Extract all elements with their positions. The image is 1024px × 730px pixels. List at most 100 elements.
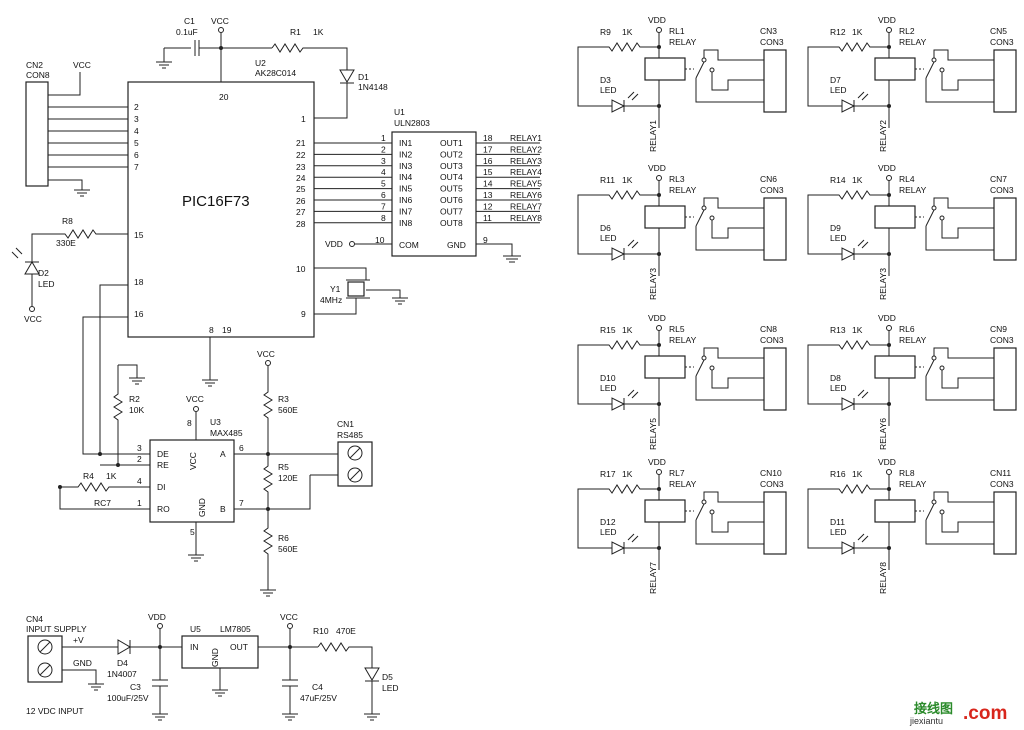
driver-output: OUT8	[440, 218, 463, 228]
vdd-label: VDD	[648, 15, 666, 25]
driver-ref: U1	[394, 107, 405, 117]
driver-pin: 15	[483, 167, 493, 177]
relay-type: RELAY	[899, 185, 927, 195]
vcc-label: VCC	[211, 16, 229, 26]
u5-in: IN	[190, 642, 199, 652]
mcu-pin: 25	[296, 184, 306, 194]
d2-ref: D2	[38, 268, 49, 278]
mcu-pin: 27	[296, 207, 306, 217]
relay-resistor-value: 1K	[852, 325, 863, 335]
relay-resistor-value: 1K	[622, 27, 633, 37]
mcu-pin: 4	[134, 126, 139, 136]
driver-pin: 18	[483, 133, 493, 143]
relay-connector-ref: CN7	[990, 174, 1007, 184]
relay-ref: RL5	[669, 324, 685, 334]
rs485-pin-ro: RO	[157, 504, 170, 514]
driver-pin: 2	[381, 144, 386, 154]
relay-led-value: LED	[600, 85, 617, 95]
r3-ref: R3	[278, 394, 289, 404]
relay-led-ref: D11	[830, 517, 845, 527]
relay-ref: RL8	[899, 468, 915, 478]
relay-led-value: LED	[830, 383, 847, 393]
r2-ref: R2	[129, 394, 140, 404]
relay-net-label: RELAY8	[878, 562, 888, 594]
relay-resistor-ref: R14	[830, 175, 846, 185]
watermark-cn: 接线图	[914, 701, 953, 717]
cn4-ref: CN4	[26, 614, 43, 624]
driver-output: OUT5	[440, 184, 463, 194]
reset-network: C1 0.1uF VCC R1 1K D1 1N4148	[156, 16, 388, 119]
vdd-label: VDD	[648, 313, 666, 323]
mcu-pin: 28	[296, 219, 306, 229]
relay-resistor-value: 1K	[622, 175, 633, 185]
relay-type: RELAY	[899, 479, 927, 489]
relay-connector-name: CON3	[760, 37, 784, 47]
rs485-pin-num: 3	[137, 443, 142, 453]
relay-connector-ref: CN10	[760, 468, 782, 478]
watermark-com: .com	[963, 703, 1007, 724]
relay-connector-ref: CN9	[990, 324, 1007, 334]
driver-output: OUT7	[440, 206, 463, 216]
relay-type: RELAY	[669, 185, 697, 195]
crystal-y1: Y1 4MHz	[314, 267, 408, 315]
header-ref: CN2	[26, 60, 43, 70]
rs485-pin-re: RE	[157, 460, 169, 470]
vdd-label: VDD	[648, 457, 666, 467]
relay-type: RELAY	[669, 479, 697, 489]
mcu-pin: 9	[301, 309, 306, 319]
relay-resistor-value: 1K	[852, 27, 863, 37]
relay-resistor-ref: R15	[600, 325, 616, 335]
d5-ref: D5	[382, 672, 393, 682]
rs485-pin-num: 6	[239, 443, 244, 453]
cn4-name: INPUT SUPPLY	[26, 624, 87, 634]
relay-led-ref: D7	[830, 75, 841, 85]
mcu-pin: 21	[296, 138, 306, 148]
mcu-pin: 18	[134, 277, 144, 287]
relay-led-value: LED	[830, 85, 847, 95]
vdd-label: VDD	[325, 239, 343, 249]
relay-net-label: RELAY5	[648, 418, 658, 450]
relay-ref: RL6	[899, 324, 915, 334]
rs485-pin-di: DI	[157, 482, 166, 492]
mcu-pin: 5	[134, 138, 139, 148]
mcu-ref: U2	[255, 58, 266, 68]
relay-net-label: RELAY6	[510, 190, 542, 200]
driver-output: OUT6	[440, 195, 463, 205]
driver-pin: 6	[381, 190, 386, 200]
mcu-pic16f73: PIC16F73 U2 AK28C014 2 3 4 5 6 7 15 18 1…	[127, 58, 315, 338]
r1-value: 1K	[313, 27, 324, 37]
driver-pin: 16	[483, 156, 493, 166]
relay-type: RELAY	[669, 335, 697, 345]
watermark-en: jiexiantu	[909, 716, 943, 726]
vdd-label: VDD	[878, 15, 896, 25]
driver-output: OUT2	[440, 149, 463, 159]
relay-type: RELAY	[899, 335, 927, 345]
d1-value: 1N4148	[358, 82, 388, 92]
rs485-pin-num: 1	[137, 498, 142, 508]
c4-value: 47uF/25V	[300, 693, 337, 703]
c1-ref: C1	[184, 16, 195, 26]
mcu-pin: 22	[296, 150, 306, 160]
driver-pin: 9	[483, 235, 488, 245]
rs485-pin-a: A	[220, 449, 226, 459]
relay-net-label: RELAY3	[878, 268, 888, 300]
mcu-pin: 3	[134, 114, 139, 124]
relay-led-ref: D3	[600, 75, 611, 85]
mcu-pin: 23	[296, 162, 306, 172]
driver-input: IN7	[399, 206, 413, 216]
driver-pin: 11	[483, 213, 492, 223]
relay-net-label: RELAY3	[648, 268, 658, 300]
relay-ref: RL4	[899, 174, 915, 184]
relay-net-label: RELAY8	[510, 213, 542, 223]
rs485-pin-num: 4	[137, 476, 142, 486]
r10-ref: R10	[313, 626, 329, 636]
r8-ref: R8	[62, 216, 73, 226]
rs485-pin-num: 5	[190, 527, 195, 537]
status-led-d2: R8 330E VCC D2 LED	[11, 216, 128, 324]
driver-input: IN1	[399, 138, 413, 148]
relay-connector-ref: CN8	[760, 324, 777, 334]
